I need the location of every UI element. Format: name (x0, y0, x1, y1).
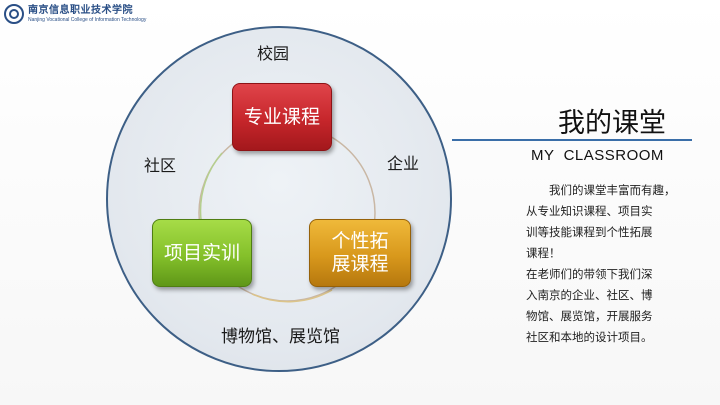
description-paragraph: 我们的课堂丰富而有趣， 从专业知识课程、项目实 训等技能课程到个性拓展 课程！ … (526, 180, 696, 348)
label-museum: 博物馆、展览馆 (221, 327, 340, 347)
description-line: 在老师们的带领下我们深 (526, 267, 653, 281)
page-title: 我的课堂 (558, 108, 666, 139)
logo-name-cn: 南京信息职业技术学院 (28, 4, 133, 16)
box-project-training-label: 项目实训 (163, 241, 240, 264)
label-enterprise: 企业 (387, 154, 420, 173)
page-subtitle: MY CLASSROOM (531, 147, 664, 164)
description-line: 物馆、展览馆，开展服务 (526, 309, 653, 323)
box-personal-development-label: 个性拓展课程 (331, 230, 389, 275)
description-line: 训等技能课程到个性拓展 (526, 225, 653, 239)
label-campus: 校园 (257, 44, 290, 63)
title-divider (452, 139, 692, 141)
college-logo: 南京信息职业技术学院 Nanjing Vocational College of… (4, 4, 146, 24)
logo-text: 南京信息职业技术学院 Nanjing Vocational College of… (28, 4, 147, 23)
description-line: 我们的课堂丰富而有趣， (549, 183, 676, 197)
logo-name-en: Nanjing Vocational College of Informatio… (28, 16, 147, 23)
box-professional-courses: 专业课程 (232, 83, 332, 151)
box-professional-courses-label: 专业课程 (243, 105, 320, 128)
description-line: 入南京的企业、社区、博 (526, 288, 653, 302)
label-community: 社区 (144, 156, 177, 175)
description-line: 社区和本地的设计项目。 (526, 330, 653, 344)
box-project-training: 项目实训 (152, 219, 252, 287)
description-line: 课程！ (526, 246, 561, 260)
college-seal-icon (4, 4, 24, 24)
box-personal-development: 个性拓展课程 (309, 219, 411, 287)
description-line: 从专业知识课程、项目实 (526, 204, 653, 218)
